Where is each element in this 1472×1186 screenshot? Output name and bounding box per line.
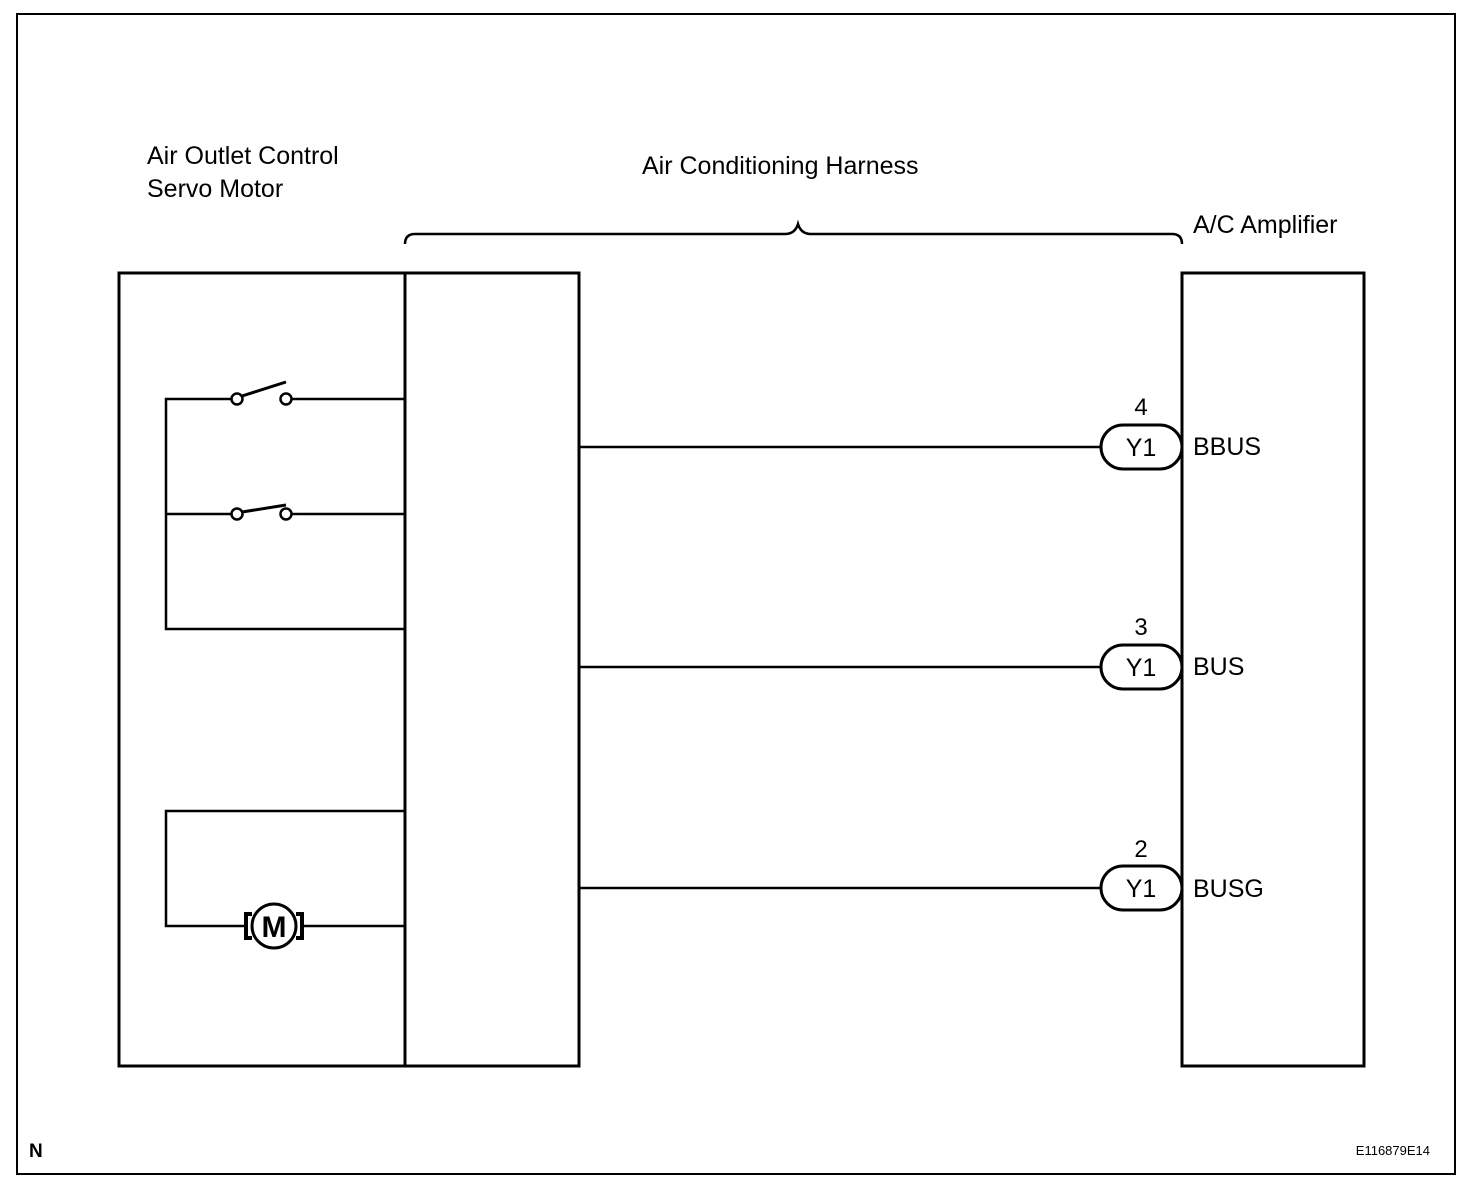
- amplifier-label: A/C Amplifier: [1193, 211, 1337, 239]
- wire-row-bbus: [579, 423, 1184, 471]
- motor-symbol-label: M: [262, 911, 287, 944]
- connector-tag-bus: [1099, 643, 1184, 691]
- figure-id: E116879E14: [1356, 1143, 1430, 1158]
- switch-2-icon: [224, 503, 300, 523]
- connector-tag-bbus: [1099, 423, 1184, 471]
- wire-row-bus: [579, 643, 1184, 691]
- motor-icon: [244, 902, 304, 950]
- pin-number-bus: 3: [1134, 614, 1147, 641]
- harness-label: Air Conditioning Harness: [642, 152, 919, 180]
- pin-number-bbus: 4: [1134, 394, 1147, 421]
- connector-code-bbus: Y1: [1126, 434, 1157, 462]
- servo-motor-label-line2: Servo Motor: [147, 175, 283, 203]
- pin-number-busg: 2: [1134, 836, 1147, 863]
- harness-box: [403, 271, 581, 1068]
- outer-frame: [16, 13, 1456, 1175]
- motor-circuit: [164, 809, 405, 928]
- wire-row-busg: [579, 864, 1184, 912]
- connector-code-busg: Y1: [1126, 875, 1157, 903]
- switch-1-icon: [224, 380, 300, 408]
- signal-label-busg: BUSG: [1193, 875, 1264, 903]
- connector-code-bus: Y1: [1126, 654, 1157, 682]
- corner-letter: N: [29, 1141, 43, 1162]
- harness-brace: [403, 219, 1184, 245]
- servo-motor-label-line1: Air Outlet Control: [147, 142, 339, 170]
- signal-label-bbus: BBUS: [1193, 433, 1261, 461]
- signal-label-bus: BUS: [1193, 653, 1244, 681]
- connector-tag-busg: [1099, 864, 1184, 912]
